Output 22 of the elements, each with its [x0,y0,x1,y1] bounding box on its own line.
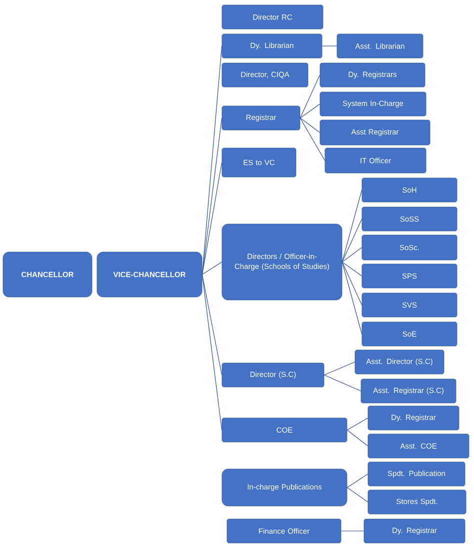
connector-line [324,374,362,392]
connector-line [346,418,368,430]
connector-line [346,487,368,502]
connector-line [324,362,356,376]
connector-line [342,262,362,306]
connector-line [342,262,362,276]
connector-line [202,274,222,430]
connector-line [342,190,362,262]
connector-line [300,118,326,161]
connector-line [300,118,320,133]
connector-line [342,262,362,334]
connector-line [202,262,222,275]
connector-line [346,474,368,488]
connector-line [342,218,362,262]
connector-line [300,74,320,118]
connector-line [202,162,222,275]
connector-line [202,274,222,376]
connector-line [342,247,362,262]
connector-line [340,530,364,532]
connector-line [346,430,368,446]
connector-line [202,118,222,275]
connector-line [300,104,320,118]
